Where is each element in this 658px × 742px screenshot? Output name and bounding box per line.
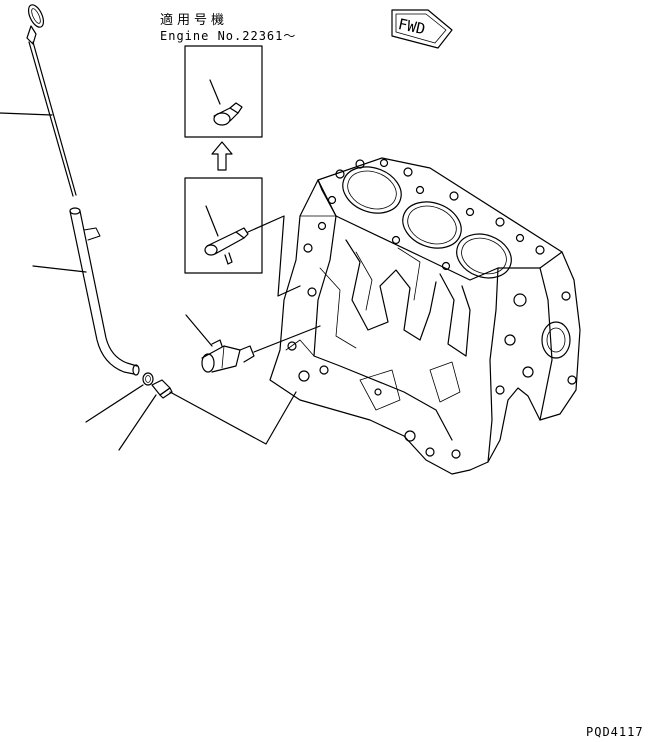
applicability-label: 適用号機	[160, 13, 229, 28]
up-arrow-icon	[211, 141, 233, 171]
switch-leader	[185, 314, 213, 347]
switch-install-line	[253, 325, 321, 353]
dipstick	[26, 4, 77, 197]
o-ring	[142, 372, 154, 386]
adapter-leader	[118, 394, 157, 451]
inset-reference-line	[247, 215, 301, 297]
fwd-label: FWD	[397, 15, 427, 38]
dipstick-guide-tube	[69, 207, 140, 376]
inset-box-switch	[184, 177, 263, 274]
dipstick-leader	[0, 112, 53, 116]
o-ring-leader	[85, 384, 144, 423]
figure-code: PQD4117	[586, 725, 644, 739]
plug-leader	[209, 79, 221, 105]
switch-inset-leader	[205, 205, 219, 237]
plug-part	[213, 102, 243, 126]
cylinder-block	[269, 157, 581, 475]
switch-part-inset	[204, 227, 249, 265]
engine-serial-label: Engine No.22361〜	[160, 29, 297, 43]
adapter-fitting	[151, 379, 173, 399]
fwd-arrow-icon: FWD	[391, 9, 453, 49]
oil-pressure-switch	[201, 339, 255, 373]
inset-box-plug	[184, 45, 263, 138]
adapter-install-line	[169, 391, 297, 445]
guide-tube-leader	[32, 265, 87, 273]
